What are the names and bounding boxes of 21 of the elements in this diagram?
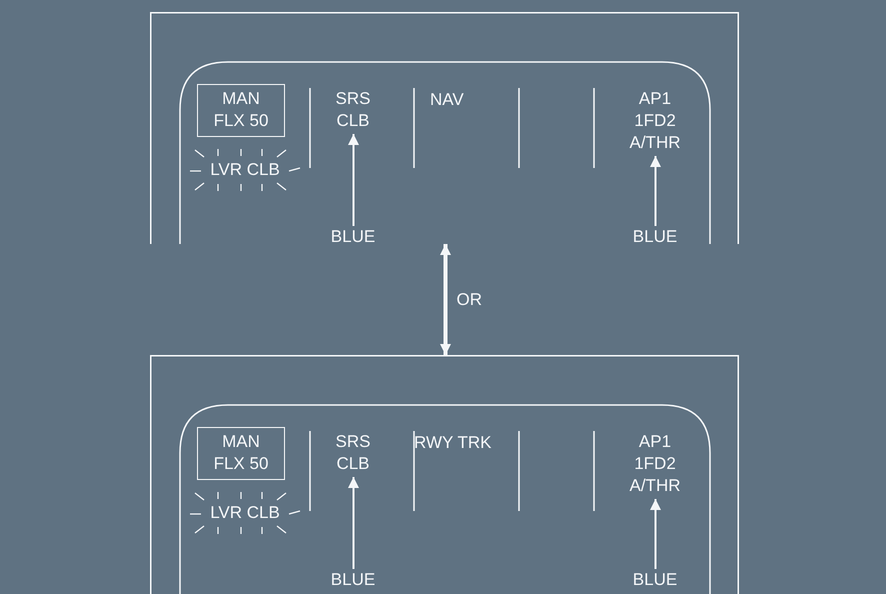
annotation-text: BLUE [627, 226, 683, 246]
mode-text: RWY TRK [414, 432, 492, 454]
arrow [348, 134, 359, 226]
flashing-message: LVR CLB [190, 146, 300, 194]
status-text: AP1 1FD2 A/THR [625, 431, 685, 499]
annotation-text: BLUE [325, 569, 381, 589]
arrow [650, 499, 661, 569]
annotation-text: BLUE [325, 226, 381, 246]
arrow [348, 477, 359, 569]
mode-text: SRS CLB [330, 431, 376, 477]
mode-text: NAV [430, 89, 464, 111]
mode-text: SRS CLB [330, 88, 376, 134]
mode-box: MAN FLX 50 [197, 84, 285, 137]
display-frame [150, 355, 739, 594]
arrow [650, 156, 661, 226]
double-arrow [440, 244, 451, 355]
mode-box: MAN FLX 50 [197, 427, 285, 480]
annotation-text: BLUE [627, 569, 683, 589]
flashing-message: LVR CLB [190, 489, 300, 537]
status-text: AP1 1FD2 A/THR [625, 88, 685, 156]
display-frame [150, 12, 739, 244]
